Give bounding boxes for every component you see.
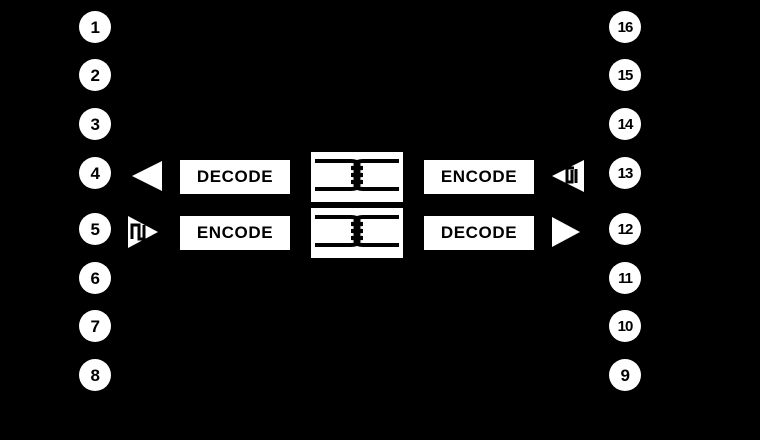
- pin-circle-1[interactable]: 1: [79, 11, 111, 43]
- transformer-bottom-symbol: [311, 208, 403, 258]
- receiver-right-top-triangle-icon: [548, 157, 586, 195]
- pin-circle-6[interactable]: 6: [79, 262, 111, 294]
- pin-circle-15[interactable]: 15: [609, 59, 641, 91]
- pin-circle-10[interactable]: 10: [609, 310, 641, 342]
- decode-block-bottom[interactable]: DECODE: [424, 216, 534, 250]
- receiver-left-top-triangle-icon: [126, 157, 164, 195]
- pin-circle-16[interactable]: 16: [609, 11, 641, 43]
- pin-circle-14[interactable]: 14: [609, 108, 641, 140]
- pin-circle-11[interactable]: 11: [609, 262, 641, 294]
- pin-circle-3[interactable]: 3: [79, 108, 111, 140]
- pin-circle-7[interactable]: 7: [79, 310, 111, 342]
- pin-circle-5[interactable]: 5: [79, 213, 111, 245]
- encode-block-bottom[interactable]: ENCODE: [180, 216, 290, 250]
- pin-circle-2[interactable]: 2: [79, 59, 111, 91]
- driver-left-bottom-triangle-icon: [124, 213, 162, 251]
- driver-right-bottom-triangle-icon: [548, 213, 586, 251]
- pin-circle-8[interactable]: 8: [79, 359, 111, 391]
- decode-block-top[interactable]: DECODE: [180, 160, 290, 194]
- pin-circle-13[interactable]: 13: [609, 157, 641, 189]
- encode-block-top[interactable]: ENCODE: [424, 160, 534, 194]
- transformer-top-symbol: [311, 152, 403, 202]
- pin-circle-9[interactable]: 9: [609, 359, 641, 391]
- pin-circle-4[interactable]: 4: [79, 157, 111, 189]
- pin-circle-12[interactable]: 12: [609, 213, 641, 245]
